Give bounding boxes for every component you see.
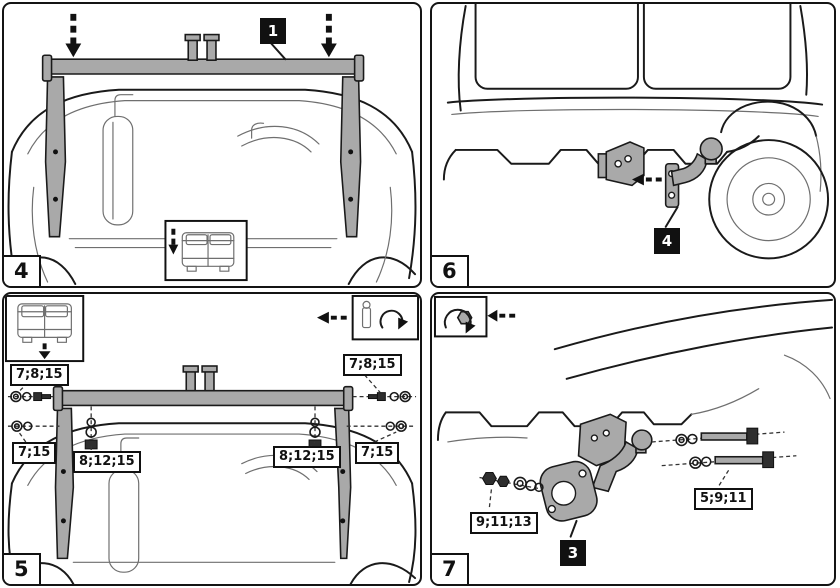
towbar-side-straps <box>44 76 362 238</box>
hardware-callout: 8;12;15 <box>273 446 341 469</box>
van-rear-inset <box>164 219 248 282</box>
bumper-underside-drawing <box>436 298 834 443</box>
fastener-stack-left-inner <box>84 406 98 450</box>
part-label-4: 4 <box>654 228 680 254</box>
panel-number-5: 5 <box>4 553 41 584</box>
left-arrow-icon <box>487 309 516 322</box>
crossbeam-drawing <box>52 365 354 412</box>
wheel-drawing <box>708 139 830 260</box>
hardware-callout: 5;9;11 <box>694 488 753 511</box>
callout-leader <box>718 469 730 486</box>
callout-leader <box>374 431 397 443</box>
hardware-callout: 7;15 <box>355 442 400 465</box>
step4-drawing <box>7 13 417 286</box>
panel-step6-towball-install: 4 6 <box>430 2 836 288</box>
part3-leader-line <box>569 519 578 538</box>
part4-leader-line <box>664 206 679 228</box>
fastener-stack-left <box>479 471 544 493</box>
panel-number-4: 4 <box>4 255 41 286</box>
panel-step4-beam-placement: 1 4 <box>2 2 422 288</box>
panel-step5-beam-fastening: 7;8;15 7;8;15 7;15 7;15 8;12;15 8;12;15 … <box>2 292 422 586</box>
rotate-arrow-icon <box>443 308 476 334</box>
hardware-callout: 8;12;15 <box>73 451 141 474</box>
crossbeam-drawing <box>41 33 365 82</box>
clip-rotation-inset <box>351 294 420 341</box>
van-rear-inset <box>4 294 85 363</box>
fastener-stack-left-mid <box>7 420 60 432</box>
fuel-hose-drawing <box>237 122 320 153</box>
towbar-side-straps <box>54 407 352 560</box>
callout-leader <box>488 489 493 508</box>
panel-step7-towball-bolting: 9;11;13 5;9;11 3 7 <box>430 292 836 586</box>
hardware-callout: 7;15 <box>12 442 57 465</box>
fastener-stack-right-inner <box>308 406 322 450</box>
rotate-arrow-icon <box>379 309 409 330</box>
towball-drawing <box>539 429 653 522</box>
left-arrow-icon <box>316 311 347 324</box>
fastener-stack-right-outer <box>352 390 417 403</box>
bolt-drawing-upper <box>651 427 785 447</box>
part-label-3: 3 <box>560 540 586 566</box>
down-arrow-icon <box>320 13 337 58</box>
callout-leader <box>364 374 381 394</box>
step7-drawing <box>433 295 834 538</box>
panel-number-6: 6 <box>432 255 469 286</box>
down-arrow-icon <box>65 13 82 58</box>
hardware-callout: 9;11;13 <box>470 512 538 535</box>
callout-leader <box>18 431 27 443</box>
left-arrow-icon <box>632 173 662 186</box>
step5-drawing <box>4 294 420 584</box>
down-arrow-icon <box>38 343 51 360</box>
fastener-stack-right-mid <box>346 420 417 432</box>
step6-drawing <box>442 4 830 260</box>
mount-bracket-drawing <box>597 141 645 187</box>
part-label-1: 1 <box>260 18 286 44</box>
towball-drawing <box>664 137 723 208</box>
bolt-drawing-lower <box>661 451 797 469</box>
part1-leader-line <box>268 40 287 61</box>
hardware-callout: 7;8;15 <box>343 354 402 377</box>
panel-number-7: 7 <box>432 553 469 584</box>
hardware-callout: 7;8;15 <box>10 364 69 387</box>
fastener-stack-left-outer <box>7 390 54 403</box>
down-arrow-icon <box>168 228 179 255</box>
tighten-hardware-inset <box>433 295 488 338</box>
muffler-drawing <box>102 94 134 226</box>
